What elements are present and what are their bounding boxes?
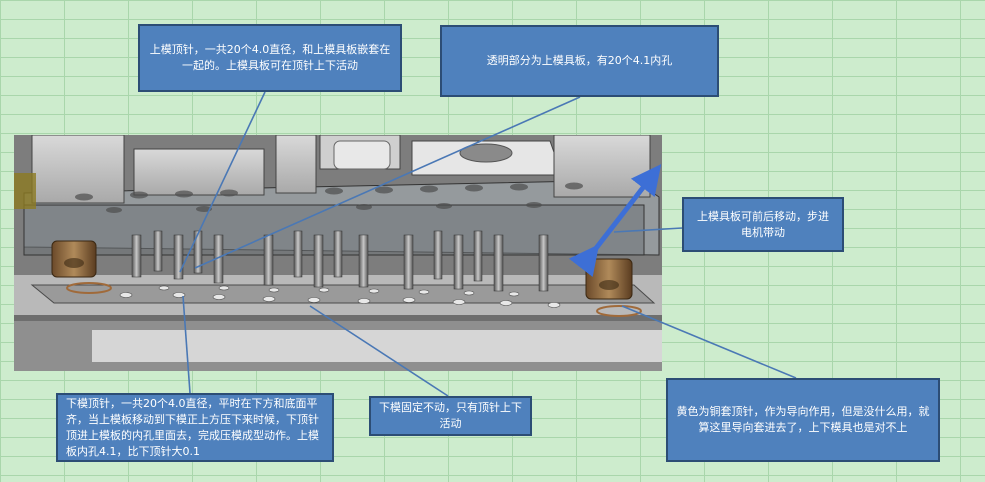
callout-plate-motion-text: 上模具板可前后移动，步进电机带动 [697, 209, 829, 239]
callout-upper-ejector: 上模顶针，一共20个4.0直径，和上模具板嵌套在一起的。上模具板可在顶针上下活动 [138, 24, 402, 92]
callout-transparent-plate: 透明部分为上模具板，有20个4.1内孔 [440, 25, 719, 97]
callout-lower-fixed-text: 下模固定不动，只有顶针上下活动 [379, 401, 522, 430]
callout-lower-fixed: 下模固定不动，只有顶针上下活动 [369, 396, 532, 436]
callout-copper-sleeve: 黄色为铜套顶针，作为导向作用，但是没什么用，就算这里导向套进去了，上下模具也是对… [666, 378, 940, 462]
mold-assembly-render [14, 135, 662, 371]
callout-upper-ejector-text: 上模顶针，一共20个4.0直径，和上模具板嵌套在一起的。上模具板可在顶针上下活动 [149, 43, 391, 72]
callout-copper-sleeve-text: 黄色为铜套顶针，作为导向作用，但是没什么用，就算这里导向套进去了，上下模具也是对… [676, 405, 930, 434]
callout-lower-ejector-text: 下模顶针，一共20个4.0直径，平时在下方和底面平齐，当上模板移动到下模正上方压… [66, 396, 319, 458]
callout-plate-motion: 上模具板可前后移动，步进电机带动 [682, 197, 844, 252]
callout-transparent-plate-text: 透明部分为上模具板，有20个4.1内孔 [486, 54, 673, 67]
callout-lower-ejector: 下模顶针，一共20个4.0直径，平时在下方和底面平齐，当上模板移动到下模正上方压… [56, 393, 334, 462]
